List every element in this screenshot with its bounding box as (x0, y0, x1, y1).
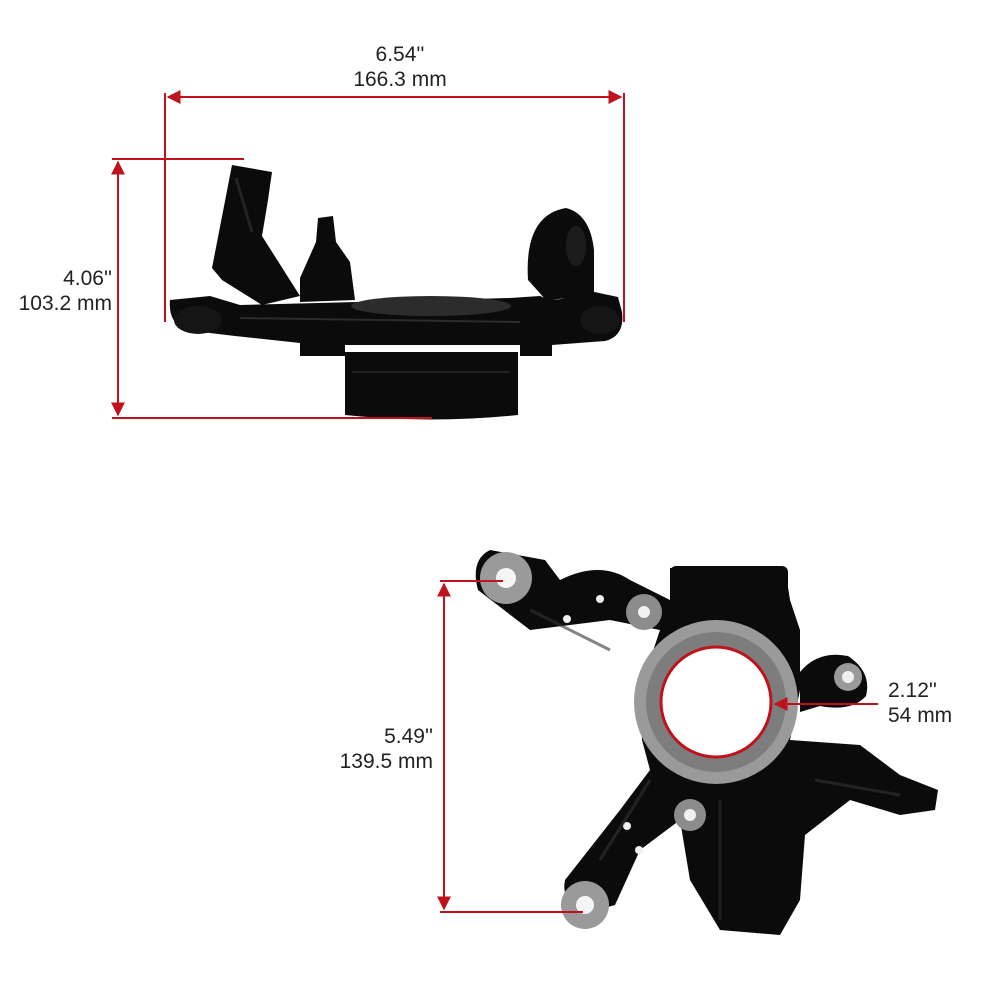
height-mm: 103.2 mm (18, 292, 112, 315)
height-label: 4.06'' 103.2 mm (0, 266, 112, 316)
width-inches: 6.54'' (375, 43, 425, 66)
width-dimension (164, 90, 625, 322)
height-inches: 4.06'' (63, 267, 112, 290)
hub-cylinder (345, 352, 518, 420)
bore-label: 2.12'' 54 mm (888, 678, 988, 728)
middle-arm (300, 216, 355, 302)
width-mm: 166.3 mm (353, 68, 447, 91)
left-arm (212, 165, 300, 305)
bore-mm: 54 mm (888, 704, 953, 727)
knuckle-side-view (169, 165, 623, 420)
mount-span-inches: 5.49'' (384, 725, 433, 748)
mount-span-label: 5.49'' 139.5 mm (300, 724, 433, 774)
bore (659, 645, 773, 759)
width-label: 6.54'' 166.3 mm (330, 42, 470, 92)
bore-inches: 2.12'' (888, 679, 937, 702)
height-dimension (111, 158, 432, 419)
mount-span-dimension (437, 580, 583, 913)
mount-span-mm: 139.5 mm (339, 750, 433, 773)
knuckle-front-view (475, 550, 938, 935)
